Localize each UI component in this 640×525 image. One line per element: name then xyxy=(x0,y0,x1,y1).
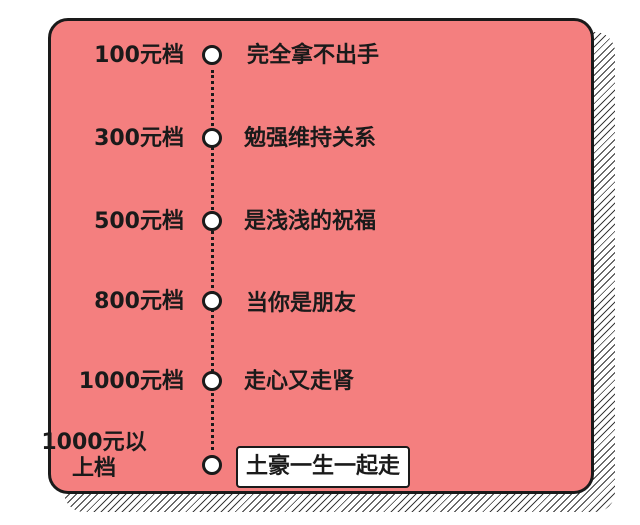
tier-description-300: 勉强维持关系 xyxy=(244,126,377,151)
tier-price-line2: 上档 xyxy=(71,456,116,481)
tier-price-800: 800元档 xyxy=(94,289,184,314)
tier-price-300: 300元档 xyxy=(94,126,184,151)
tier-price-500: 500元档 xyxy=(94,209,184,234)
tier-price-1000: 1000元档 xyxy=(78,369,184,394)
timeline-node-icon xyxy=(202,371,222,391)
tier-price-100: 100元档 xyxy=(94,43,184,68)
tier-description-1000-plus: 土豪一生一起走 xyxy=(236,446,411,488)
timeline-node-icon xyxy=(202,455,222,475)
tier-description-1000: 走心又走肾 xyxy=(244,369,355,394)
tier-description-100: 完全拿不出手 xyxy=(247,43,380,68)
timeline-card xyxy=(48,18,594,494)
tier-description-500: 是浅浅的祝福 xyxy=(244,209,377,234)
tier-description-800: 当你是朋友 xyxy=(246,291,357,316)
tier-price-line1: 1000元以 xyxy=(41,430,147,455)
timeline-node-icon xyxy=(202,211,222,231)
tier-price-1000-plus: 1000元以 上档 xyxy=(4,430,184,482)
timeline-node-icon xyxy=(202,291,222,311)
timeline-node-icon xyxy=(202,128,222,148)
timeline-dotted-line xyxy=(211,70,214,450)
timeline-node-icon xyxy=(202,45,222,65)
